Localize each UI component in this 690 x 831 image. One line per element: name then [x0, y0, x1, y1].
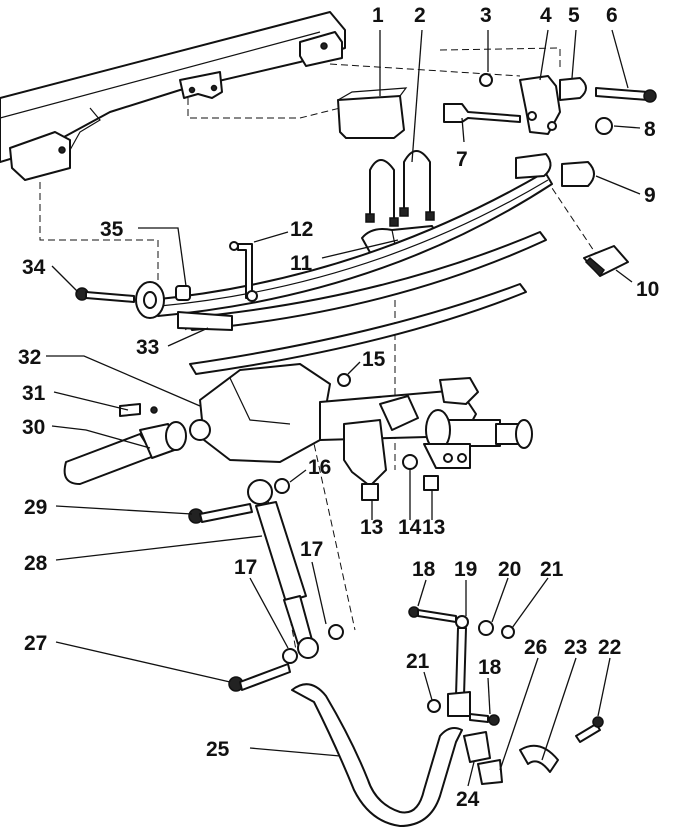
callout-18-lower: 18 [478, 656, 502, 679]
callout-30: 30 [22, 416, 45, 439]
callout-14: 14 [398, 516, 422, 539]
nut-21-lower [427, 699, 441, 713]
callout-26: 26 [524, 636, 547, 659]
washer-16 [274, 478, 290, 494]
spring-link [229, 241, 258, 302]
callout-27: 27 [24, 632, 47, 655]
callout-13-left: 13 [360, 516, 383, 539]
callout-5: 5 [568, 4, 580, 27]
leader-lines [46, 29, 641, 787]
link-lower-bolt [469, 713, 500, 726]
callout-20: 20 [498, 558, 521, 581]
callout-13-right: 13 [422, 516, 445, 539]
shock-upper-bolt [188, 503, 253, 524]
driveshaft [63, 403, 187, 485]
callout-21-upper: 21 [540, 558, 564, 581]
callout-18-upper: 18 [412, 558, 436, 581]
callout-34: 34 [22, 256, 46, 279]
bushing-13-right [423, 475, 439, 491]
spring-eye-bushing [135, 281, 191, 319]
shackle-assembly [443, 73, 657, 187]
bushing-20 [478, 620, 494, 636]
clamp-bolt [575, 716, 604, 743]
bump-stop [337, 95, 405, 139]
callout-17-left: 17 [234, 556, 257, 579]
callout-17-right: 17 [300, 538, 323, 561]
callout-16: 16 [308, 456, 331, 479]
callout-1: 1 [372, 4, 384, 27]
spring-eye-bolt [75, 287, 135, 303]
callout-7: 7 [456, 148, 468, 171]
washer-17-left [282, 648, 298, 664]
axle-assembly [189, 363, 533, 487]
callout-31: 31 [22, 382, 46, 405]
washer-14 [402, 454, 418, 470]
stabilizer-clamp [519, 744, 559, 773]
u-bolts [365, 150, 435, 227]
callout-12: 12 [290, 218, 313, 241]
callout-28: 28 [24, 552, 48, 575]
callout-8: 8 [644, 118, 656, 141]
nut-15 [337, 373, 351, 387]
shock-absorber [247, 479, 319, 659]
callout-32: 32 [18, 346, 41, 369]
stabilizer-link [447, 615, 471, 717]
callout-15: 15 [362, 348, 386, 371]
callout-2: 2 [414, 4, 426, 27]
callout-9: 9 [644, 184, 656, 207]
shock-lower-bolt [228, 663, 291, 692]
callout-3: 3 [480, 4, 492, 27]
nut-21-upper [501, 625, 515, 639]
frame-rail [0, 11, 346, 181]
callout-19: 19 [454, 558, 477, 581]
callout-11: 11 [290, 252, 313, 275]
callout-33: 33 [136, 336, 159, 359]
callout-labels: 1 2 3 4 5 6 7 8 9 10 11 12 13 14 13 15 1… [18, 4, 659, 811]
callout-4: 4 [540, 4, 552, 27]
callout-6: 6 [606, 4, 618, 27]
callout-29: 29 [24, 496, 47, 519]
callout-10: 10 [636, 278, 659, 301]
stabilizer-bushing [463, 731, 491, 763]
callout-25: 25 [206, 738, 230, 761]
bushing-26 [477, 759, 503, 785]
washer-17-right [328, 624, 344, 640]
bushing-13-left [361, 483, 379, 501]
stabilizer-bar [291, 683, 463, 827]
callout-21-lower: 21 [406, 650, 430, 673]
callout-35: 35 [100, 218, 124, 241]
callout-23: 23 [564, 636, 587, 659]
callout-24: 24 [456, 788, 480, 811]
leaf-spring [149, 171, 553, 375]
callout-22: 22 [598, 636, 621, 659]
spring-clamp [177, 311, 233, 331]
link-upper-bolt [408, 606, 457, 623]
